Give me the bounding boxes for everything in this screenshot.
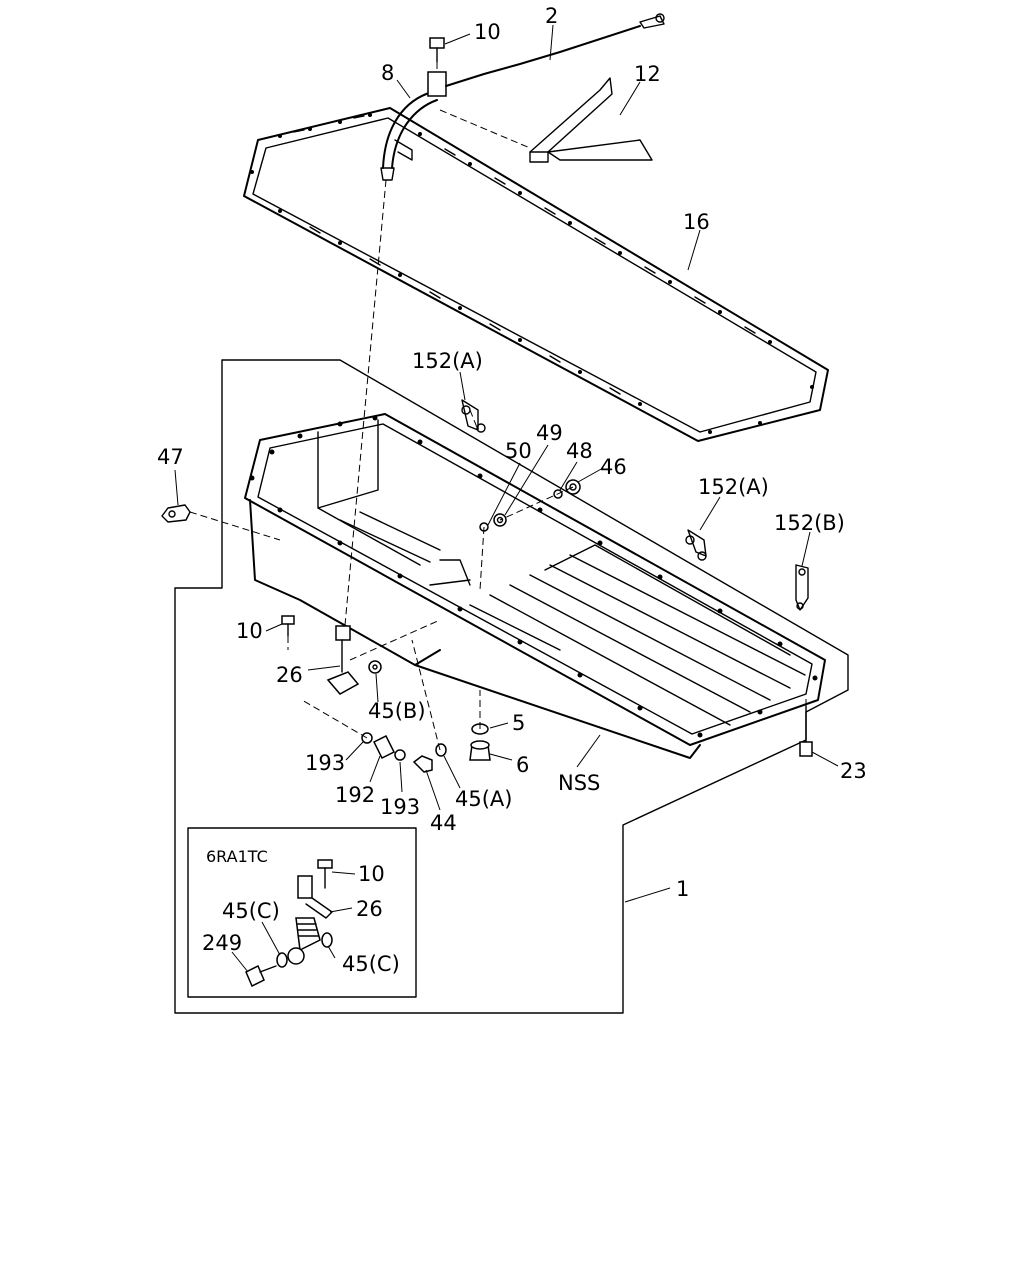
callout-152a-left: 152(A)	[412, 349, 483, 373]
bolt-10-left	[281, 615, 295, 637]
inset-washer-45c-left	[276, 952, 288, 968]
inset-bolt-10	[317, 859, 333, 889]
oil-pan-gasket	[243, 107, 829, 442]
callout-47: 47	[157, 445, 184, 469]
callout-48: 48	[566, 439, 593, 463]
assembly-lines	[189, 62, 807, 751]
clip-152a-right	[685, 529, 707, 561]
clip-47	[161, 504, 191, 523]
washer-45a	[435, 743, 447, 757]
callout-45b: 45(B)	[368, 699, 426, 723]
callout-2: 2	[545, 4, 558, 28]
callout-45c-left: 45(C)	[222, 899, 280, 923]
leader-lines	[174, 24, 839, 973]
plug-193-right	[394, 749, 406, 761]
callout-249: 249	[202, 931, 242, 955]
inset-elbow	[287, 917, 321, 965]
inset-washer-45c-right	[321, 932, 333, 948]
washer-45b	[368, 660, 382, 674]
callout-10-left: 10	[236, 619, 263, 643]
callout-labels: 1 2 5 6 8 10 10 10 12 16 23 26 26 44 45(…	[157, 4, 867, 976]
inset-title: 6RA1TC	[206, 847, 268, 866]
dipstick-guide-tube	[380, 71, 447, 181]
stud-26	[326, 625, 360, 695]
callout-46: 46	[600, 455, 627, 479]
callout-nss: NSS	[558, 771, 600, 795]
callout-6: 6	[516, 753, 529, 777]
callout-10-inset: 10	[358, 862, 385, 886]
clip-152a-left	[461, 399, 486, 433]
elbow-44	[412, 755, 433, 773]
callout-8: 8	[381, 61, 394, 85]
callout-152a-right: 152(A)	[698, 475, 769, 499]
callout-50: 50	[505, 439, 532, 463]
callout-192: 192	[335, 783, 375, 807]
callout-1: 1	[676, 877, 689, 901]
inset-stud-26	[297, 875, 333, 919]
callout-49: 49	[536, 421, 563, 445]
bolt-10-top	[429, 37, 445, 63]
bolt-23	[799, 705, 813, 757]
callout-23: 23	[840, 759, 867, 783]
callout-10-top: 10	[474, 20, 501, 44]
inset-bolt-249	[245, 964, 277, 988]
callout-193-left: 193	[305, 751, 345, 775]
dipstick-bracket	[529, 77, 653, 163]
callout-45c-right: 45(C)	[342, 952, 400, 976]
callout-152b: 152(B)	[774, 511, 845, 535]
group-boundary-outline	[174, 359, 849, 1014]
dipstick	[445, 13, 665, 87]
callout-5: 5	[512, 711, 525, 735]
callout-45a: 45(A)	[455, 787, 512, 811]
callout-26: 26	[276, 663, 303, 687]
callout-44: 44	[430, 811, 457, 835]
callout-12: 12	[634, 62, 661, 86]
clip-152b	[795, 564, 809, 611]
callout-193-right: 193	[380, 795, 420, 819]
inset-box-6ra1tc	[187, 827, 417, 998]
pipe-192	[372, 734, 396, 760]
callout-16: 16	[683, 210, 710, 234]
oil-pan	[244, 413, 826, 759]
drain-plug-6	[469, 740, 491, 761]
callout-26-inset: 26	[356, 897, 383, 921]
